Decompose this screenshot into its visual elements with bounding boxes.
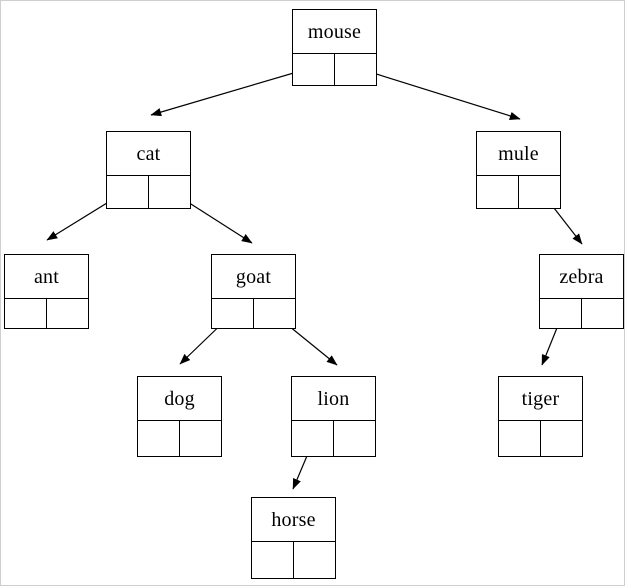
node-pointers-goat <box>212 299 295 328</box>
node-pointers-dog <box>138 421 221 456</box>
node-label-cat: cat <box>107 132 190 176</box>
right-pointer-cell-ant <box>47 299 89 328</box>
left-pointer-cell-dog <box>138 421 180 456</box>
node-pointers-tiger <box>499 421 582 456</box>
node-pointers-lion <box>292 421 375 456</box>
node-label-goat: goat <box>212 255 295 299</box>
node-label-lion: lion <box>292 377 375 421</box>
left-pointer-cell-cat <box>107 176 149 208</box>
node-label-zebra: zebra <box>540 255 623 299</box>
tree-node-cat[interactable]: cat <box>106 131 191 209</box>
node-pointers-mule <box>477 176 560 208</box>
left-pointer-cell-tiger <box>499 421 541 456</box>
left-pointer-cell-mule <box>477 176 519 208</box>
tree-node-horse[interactable]: horse <box>251 497 336 579</box>
tree-node-mouse[interactable]: mouse <box>292 9 377 86</box>
node-pointers-mouse <box>293 54 376 85</box>
left-pointer-cell-goat <box>212 299 254 328</box>
tree-edge-mouse-left-cat <box>150 66 315 117</box>
tree-node-zebra[interactable]: zebra <box>539 254 624 329</box>
right-pointer-cell-mouse <box>335 54 377 85</box>
right-pointer-cell-dog <box>180 421 222 456</box>
node-pointers-cat <box>107 176 190 208</box>
right-pointer-cell-horse <box>294 542 336 578</box>
left-pointer-cell-lion <box>292 421 334 456</box>
tree-node-lion[interactable]: lion <box>291 376 376 457</box>
node-pointers-ant <box>5 299 88 328</box>
right-pointer-cell-mule <box>519 176 561 208</box>
left-pointer-cell-horse <box>252 542 294 578</box>
left-pointer-cell-zebra <box>540 299 582 328</box>
right-pointer-cell-tiger <box>541 421 583 456</box>
right-pointer-cell-goat <box>254 299 296 328</box>
node-pointers-zebra <box>540 299 623 328</box>
node-label-horse: horse <box>252 498 335 542</box>
right-pointer-cell-zebra <box>582 299 624 328</box>
right-pointer-cell-lion <box>334 421 376 456</box>
node-label-ant: ant <box>5 255 88 299</box>
tree-node-goat[interactable]: goat <box>211 254 296 329</box>
right-pointer-cell-cat <box>149 176 191 208</box>
tree-node-tiger[interactable]: tiger <box>498 376 583 457</box>
node-label-mule: mule <box>477 132 560 176</box>
tree-node-mule[interactable]: mule <box>476 131 561 209</box>
tree-node-dog[interactable]: dog <box>137 376 222 457</box>
tree-edge-mouse-right-mule <box>353 66 521 120</box>
node-label-mouse: mouse <box>293 10 376 54</box>
node-pointers-horse <box>252 542 335 578</box>
node-label-dog: dog <box>138 377 221 421</box>
node-label-tiger: tiger <box>499 377 582 421</box>
left-pointer-cell-ant <box>5 299 47 328</box>
left-pointer-cell-mouse <box>293 54 335 85</box>
tree-node-ant[interactable]: ant <box>4 254 89 329</box>
